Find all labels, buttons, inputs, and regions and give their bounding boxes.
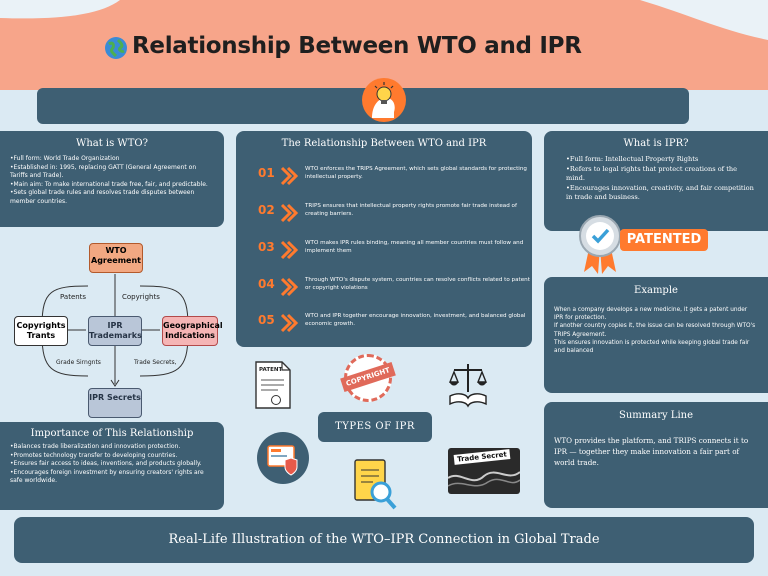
importance-item: Ensures fair access to ideas, inventions…: [10, 460, 214, 469]
what-is-ipr-panel: What is IPR? Full form: Intellectual Pro…: [544, 131, 768, 231]
example-title: Example: [634, 285, 678, 296]
row-number: 01: [258, 166, 275, 180]
document-search-icon: [353, 458, 399, 512]
summary-title: Summary Line: [618, 410, 694, 421]
copyrights-node: Copyrights Trants: [14, 316, 68, 346]
chevron-right-icon: [280, 240, 298, 260]
header-wave-decoration: [0, 0, 768, 40]
chevron-right-icon: [280, 166, 298, 186]
wto-agreement-node: WTO Agreement: [89, 243, 143, 273]
row-number: 03: [258, 240, 275, 254]
row-text: WTO enforces the TRIPS Agreement, which …: [305, 166, 527, 180]
edge-label-trade-secrets: Trade Secrets,: [134, 359, 177, 366]
patented-badge: PATENTED: [620, 229, 708, 251]
edge-label-copyrights: Copyrights: [122, 293, 160, 301]
wto-item: Main aim: To make international trade fr…: [10, 181, 214, 190]
relationship-row: 03 WTO makes IPR rules binding, meaning …: [258, 236, 528, 264]
patent-doc-label: PATENT: [259, 367, 283, 373]
globe-icon: [105, 37, 127, 59]
wto-item: Established in: 1995, replacing GATT (Ge…: [10, 164, 214, 181]
ipr-panel-title: What is IPR?: [623, 138, 689, 149]
relationship-row: 01 WTO enforces the TRIPS Agreement, whi…: [258, 162, 528, 190]
ipr-item: Full form: Intellectual Property Rights: [566, 155, 758, 165]
footer-bar: Real-Life Illustration of the WTO–IPR Co…: [14, 517, 754, 563]
row-text: Through WTO's dispute system, countries …: [305, 277, 530, 291]
footer-text: Real-Life Illustration of the WTO–IPR Co…: [168, 532, 600, 547]
example-line: When a company develops a new medicine, …: [554, 307, 748, 322]
example-panel: Example When a company develops a new me…: [544, 277, 768, 393]
wto-panel-title: What is WTO?: [76, 138, 148, 149]
row-text: TRIPS ensures that intellectual property…: [305, 203, 517, 217]
row-text: WTO makes IPR rules binding, meaning all…: [305, 240, 524, 254]
ipr-item: Refers to legal rights that protect crea…: [566, 165, 758, 184]
importance-item: Promotes technology transfer to developi…: [10, 452, 214, 461]
wto-item: Sets global trade rules and resolves tra…: [10, 189, 214, 206]
header-banner: [0, 0, 768, 90]
relationship-panel: The Relationship Between WTO and IPR: [236, 131, 532, 347]
edge-label-patents: Patents: [60, 293, 87, 301]
chevron-right-icon: [280, 203, 298, 223]
relationship-row: 02 TRIPS ensures that intellectual prope…: [258, 199, 528, 227]
importance-item: Balances trade liberalization and innova…: [10, 443, 214, 452]
what-is-wto-panel: What is WTO? Full form: World Trade Orga…: [0, 131, 224, 227]
summary-panel: Summary Line WTO provides the platform, …: [544, 402, 768, 508]
page-title: Relationship Between WTO and IPR: [132, 33, 582, 59]
patent-seal-icon: [578, 214, 622, 274]
ipr-secrets-node: IPR Secrets: [88, 388, 142, 418]
row-number: 04: [258, 277, 275, 291]
types-of-ipr-label: TYPES OF IPR: [318, 412, 432, 442]
summary-text: WTO provides the platform, and TRIPS con…: [554, 436, 749, 467]
ipr-item: Encourages innovation, creativity, and f…: [566, 184, 758, 203]
example-line: If another country copies it, the issue …: [554, 323, 756, 338]
row-text: WTO and IPR together encourage innovatio…: [305, 313, 526, 327]
importance-title: Importance of This Relationship: [30, 428, 194, 439]
row-number: 05: [258, 313, 275, 327]
copyright-stamp-label: COPYRIGHT: [340, 361, 396, 393]
digital-security-icon: [257, 432, 309, 484]
edge-label-grade: Grade Sirngnts: [56, 359, 101, 366]
ipr-trademarks-node: IPR Trademarks: [88, 316, 142, 346]
example-line: This ensures innovation is protected whi…: [554, 339, 750, 355]
trade-secret-photo: Trade Secret: [448, 448, 520, 494]
relationship-row: 05 WTO and IPR together encourage innova…: [258, 309, 528, 337]
law-scale-book-icon: [446, 360, 490, 408]
lightbulb-head-icon: [362, 78, 406, 122]
copyright-stamp-icon: COPYRIGHT: [340, 354, 396, 402]
importance-panel: Importance of This Relationship Balances…: [0, 422, 224, 510]
relationship-title: The Relationship Between WTO and IPR: [281, 138, 487, 149]
wto-item: Full form: World Trade Organization: [10, 155, 214, 164]
chevron-right-icon: [280, 277, 298, 297]
relationship-row: 04 Through WTO's dispute system, countri…: [258, 273, 530, 301]
row-number: 02: [258, 203, 275, 217]
patent-document-icon: PATENT: [252, 360, 292, 410]
geographical-indications-node: Geographical Indications: [162, 316, 223, 346]
chevron-right-icon: [280, 313, 298, 333]
importance-item: Encourages foreign investment by ensurin…: [10, 469, 214, 486]
